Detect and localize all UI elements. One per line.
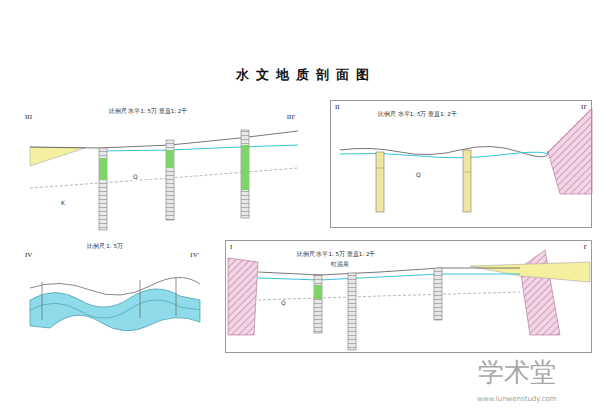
- title: 水文地质剖面图: [0, 66, 612, 84]
- watermark-url: www.lunwenstudy.com: [476, 396, 558, 404]
- stratum-code: Q: [132, 174, 139, 181]
- section-label: II: [334, 104, 341, 112]
- scale-note: 比例尺 水平1: 5万 垂直1: 2千: [108, 108, 189, 114]
- section-label: II': [580, 104, 588, 112]
- place-name: 红温泉: [330, 261, 350, 268]
- watermark: 学术堂: [478, 358, 556, 387]
- stratum-code: K: [60, 200, 66, 207]
- section-panel: I I' 比例尺 水平1: 5万 垂直1: 2千: [225, 240, 592, 353]
- section-label: I': [582, 244, 588, 252]
- section-i: [228, 250, 590, 350]
- stratum-code: Q: [280, 300, 287, 307]
- section-label: IV': [189, 252, 200, 260]
- section-label: I: [229, 244, 233, 252]
- section-panel: II II' 比例尺 水平1: 5万 垂直1: 2千: [330, 100, 592, 228]
- section-label: III': [286, 114, 296, 122]
- section-iv: [30, 277, 200, 330]
- section-label: IV: [24, 252, 33, 260]
- scale-note: 比例尺 水平1: 5万 垂直1: 2千: [377, 111, 458, 117]
- section-panel: III III' 比例尺 水平1: 5万 垂直1: 2千: [22, 100, 302, 230]
- section-ii: [340, 108, 592, 212]
- stratum-code: Q: [415, 172, 422, 179]
- scale-note: 比例尺 水平1: 5万 垂直1: 2千: [296, 251, 377, 257]
- scale-note: 比例尺 1: 5万: [86, 243, 124, 249]
- section-panel: IV IV' 比例尺 1: 5万: [22, 240, 206, 352]
- section-iii: [30, 130, 298, 230]
- section-label: III: [24, 114, 33, 122]
